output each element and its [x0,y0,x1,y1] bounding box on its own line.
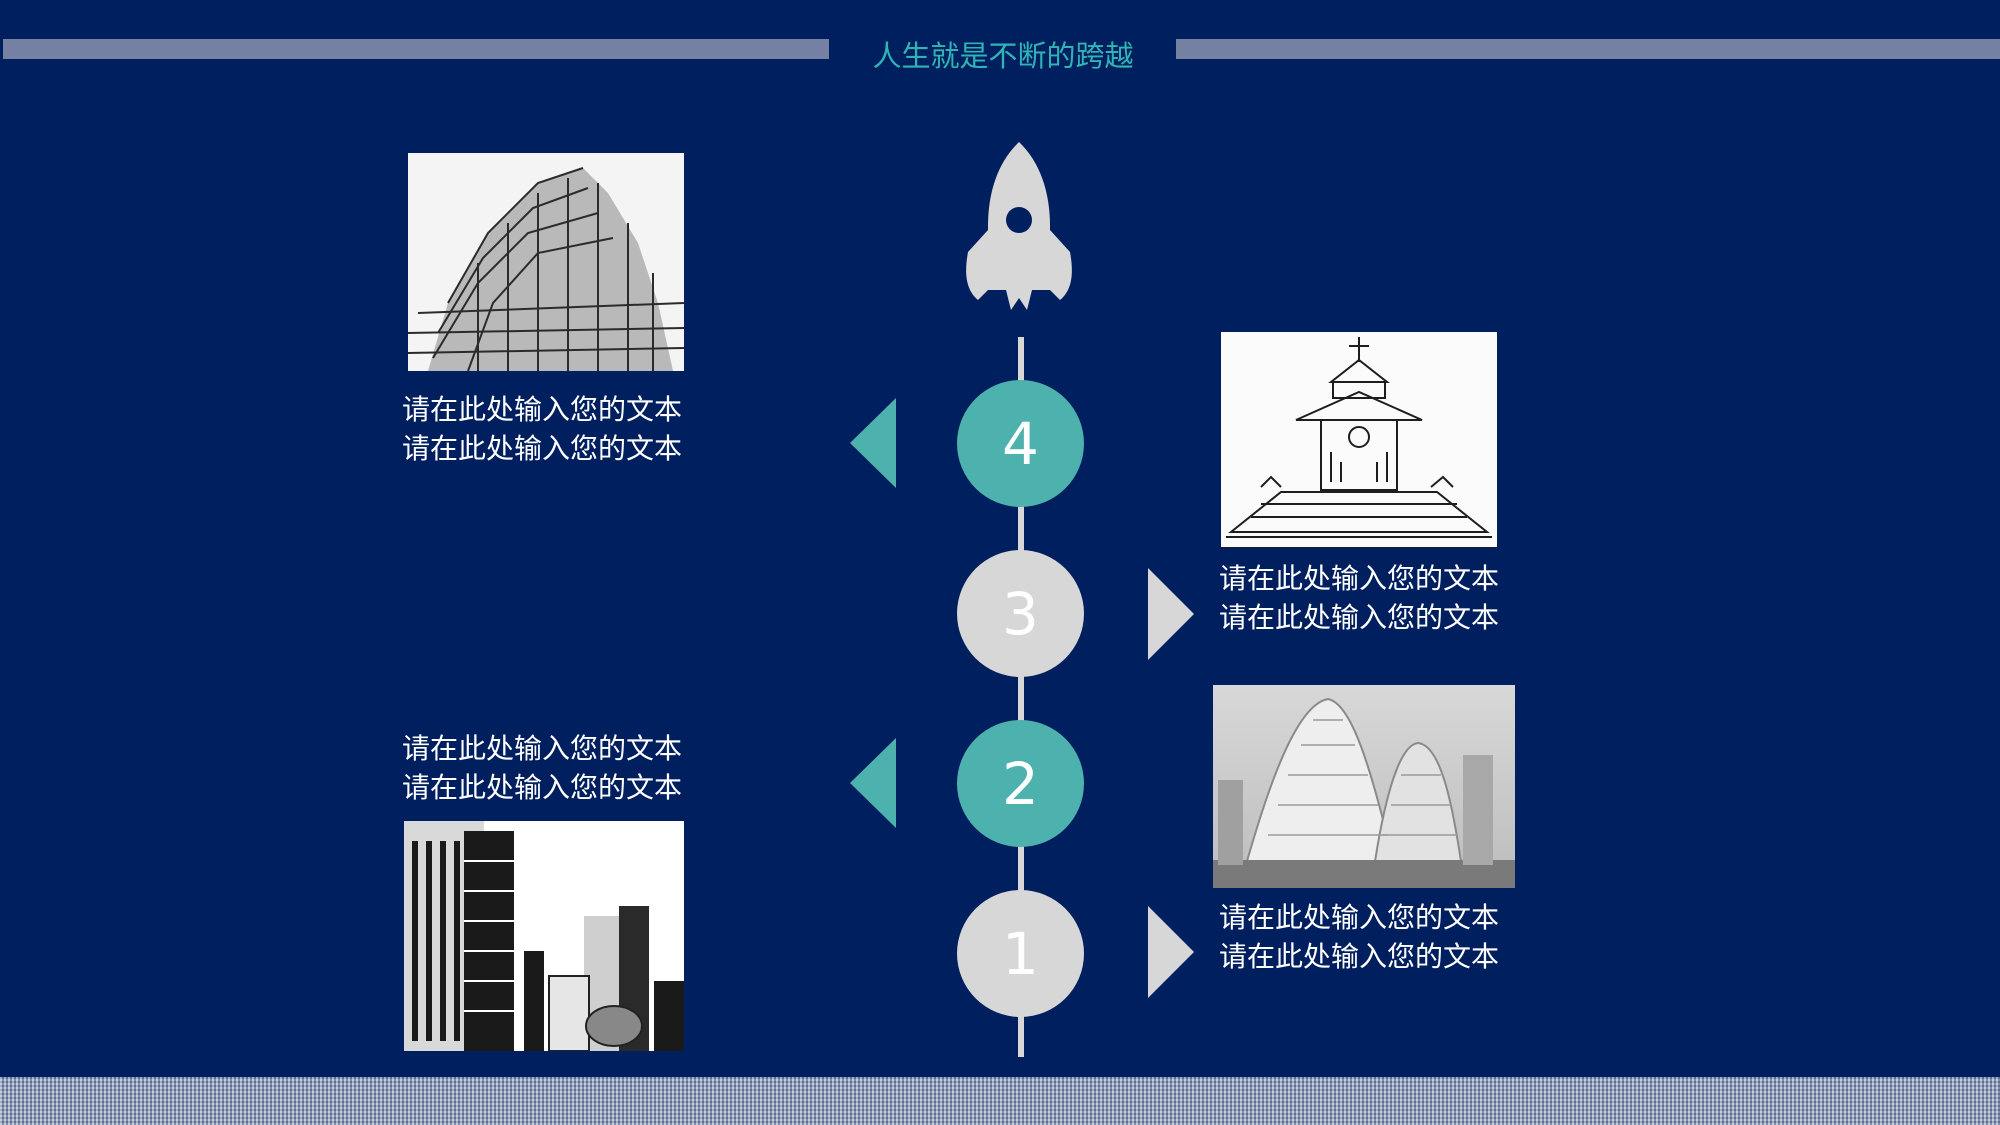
step-4-node: 4 [957,380,1084,507]
bottom-pattern-strip [0,1077,2000,1125]
rocket-icon [952,140,1086,312]
step-4-photo-modern-building [408,153,684,371]
header-divider-right [1176,39,2000,59]
step-2-caption-line2: 请在此处输入您的文本 [402,771,683,804]
step-2-pointer-left-icon [850,738,896,828]
step-3-photo-clock-tower [1221,332,1497,548]
step-3-caption: 请在此处输入您的文本 请在此处输入您的文本 [1219,559,1499,637]
step-4-pointer-left-icon [850,398,896,488]
step-1-caption: 请在此处输入您的文本 请在此处输入您的文本 [1219,898,1499,976]
slide-title: 人生就是不断的跨越 [872,39,1134,73]
step-2-caption-line1: 请在此处输入您的文本 [402,732,683,765]
step-1-caption-line1: 请在此处输入您的文本 [1219,901,1500,934]
header-divider-left [3,39,829,59]
step-2-caption: 请在此处输入您的文本 请在此处输入您的文本 [402,729,682,807]
step-1-pointer-right-icon [1148,906,1194,998]
step-3-caption-line1: 请在此处输入您的文本 [1219,562,1500,595]
step-3-node: 3 [957,550,1084,677]
step-4-number: 4 [1002,409,1039,478]
step-1-node: 1 [957,890,1084,1017]
step-1-caption-line2: 请在此处输入您的文本 [1219,940,1500,973]
step-4-caption-line1: 请在此处输入您的文本 [402,393,683,426]
step-2-photo-city-skyline [404,821,684,1051]
step-2-number: 2 [1002,749,1039,818]
step-1-number: 1 [1002,919,1039,988]
step-3-number: 3 [1002,579,1039,648]
timeline-line [1018,337,1024,1057]
step-2-node: 2 [957,720,1084,847]
step-1-photo-curved-towers [1213,685,1515,888]
step-4-caption: 请在此处输入您的文本 请在此处输入您的文本 [402,390,682,468]
step-4-caption-line2: 请在此处输入您的文本 [402,432,683,465]
step-3-pointer-right-icon [1148,568,1194,660]
step-3-caption-line2: 请在此处输入您的文本 [1219,601,1500,634]
